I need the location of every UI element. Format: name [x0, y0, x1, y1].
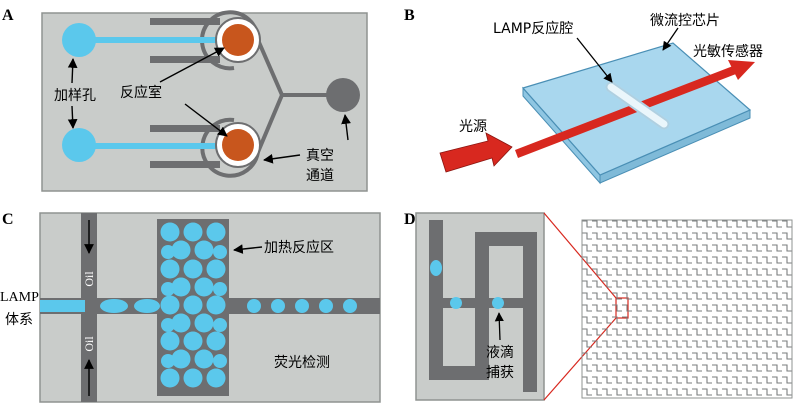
oil-bottom-label: Oil [82, 336, 96, 352]
panel-d: D 液滴 捕获 [404, 211, 793, 401]
trap-channel [429, 220, 537, 392]
vacuum-label-line2: 通道 [306, 168, 334, 184]
panel-b: B LAMP反应腔 微流控芯片 光敏传感器 光源 [404, 7, 763, 185]
chip-label: 微流控芯片 [650, 13, 720, 29]
heating-zone-label: 加热反应区 [264, 239, 334, 256]
panel-b-arrows [576, 27, 679, 83]
lamp-system-label-line2: 体系 [5, 312, 33, 328]
capture-label-line2: 捕获 [486, 365, 514, 381]
channel-droplets [100, 299, 357, 313]
vacuum-label-line1: 真空 [306, 148, 334, 164]
sample-channel-top [80, 37, 228, 43]
panel-a: A 加样孔 反应室 真空 通道 [2, 7, 368, 192]
panel-d-letter: D [404, 211, 416, 228]
capture-arrow [494, 312, 504, 341]
oil-top-label: Oil [82, 271, 96, 287]
light-source-label: 光源 [459, 119, 487, 135]
reaction-chamber-bottom [215, 122, 261, 168]
sensor-arrowhead [728, 60, 755, 80]
panel-b-letter: B [404, 7, 415, 24]
fluorescence-label: 荧光检测 [274, 354, 330, 371]
panel-c: Oil Oil C LAMP 体系 加热反应区 荧光检测 [0, 211, 381, 403]
serpentine-array [581, 219, 793, 399]
sample-hole-top [62, 23, 96, 57]
sample-channel-bottom [80, 143, 228, 149]
lamp-inflow [40, 300, 85, 312]
heating-zone-droplets [160, 222, 227, 388]
lamp-system-label-line1: LAMP [0, 290, 39, 305]
panel-c-letter: C [2, 211, 14, 228]
lamp-reaction-chamber [605, 81, 670, 130]
trapped-droplets [430, 260, 504, 309]
sample-hole-bottom [62, 128, 96, 162]
lamp-chamber-label: LAMP反应腔 [493, 20, 573, 37]
panel-a-letter: A [2, 7, 14, 24]
sensor-label: 光敏传感器 [693, 43, 763, 60]
reaction-chamber-top [215, 17, 261, 63]
microfluidic-chip [521, 42, 752, 185]
light-beam [515, 66, 736, 158]
side-channels [150, 18, 220, 168]
panel-a-arrows [67, 47, 351, 164]
capture-label-line1: 液滴 [486, 344, 514, 361]
light-source-arrow [439, 132, 513, 173]
sample-hole-label: 加样孔 [54, 88, 96, 104]
panel-c-arrows [84, 220, 263, 396]
vacuum-port [326, 78, 360, 112]
reaction-chamber-label: 反应室 [120, 84, 162, 101]
